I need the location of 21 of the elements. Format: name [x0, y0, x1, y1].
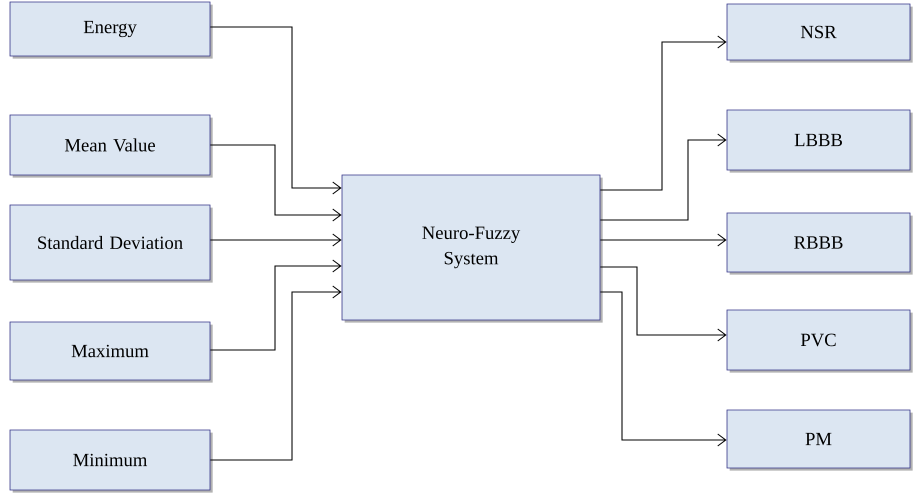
feature-box: Energy	[10, 2, 213, 59]
class-box: RBBB	[726, 212, 913, 275]
feature-box: Standard Deviation	[10, 204, 213, 283]
arrow	[210, 260, 342, 351]
class-box: PM	[726, 410, 913, 471]
class-box: LBBB	[726, 110, 913, 173]
system-box: Neuro-Fuzzy System	[342, 174, 603, 323]
feature-box: Mean Value	[10, 114, 213, 178]
arrow	[600, 234, 727, 246]
arrow	[210, 144, 342, 222]
arrow	[210, 234, 342, 246]
class-box: NSR	[726, 4, 913, 63]
arrow	[210, 26, 342, 194]
feature-box: Maximum	[10, 322, 213, 383]
arrow	[600, 291, 727, 446]
feature-box: Minimum	[10, 430, 213, 493]
arrow	[600, 36, 727, 191]
class-box: PVC	[726, 310, 913, 373]
arrow	[600, 134, 727, 221]
arrow	[600, 266, 727, 342]
arrow	[210, 286, 342, 461]
